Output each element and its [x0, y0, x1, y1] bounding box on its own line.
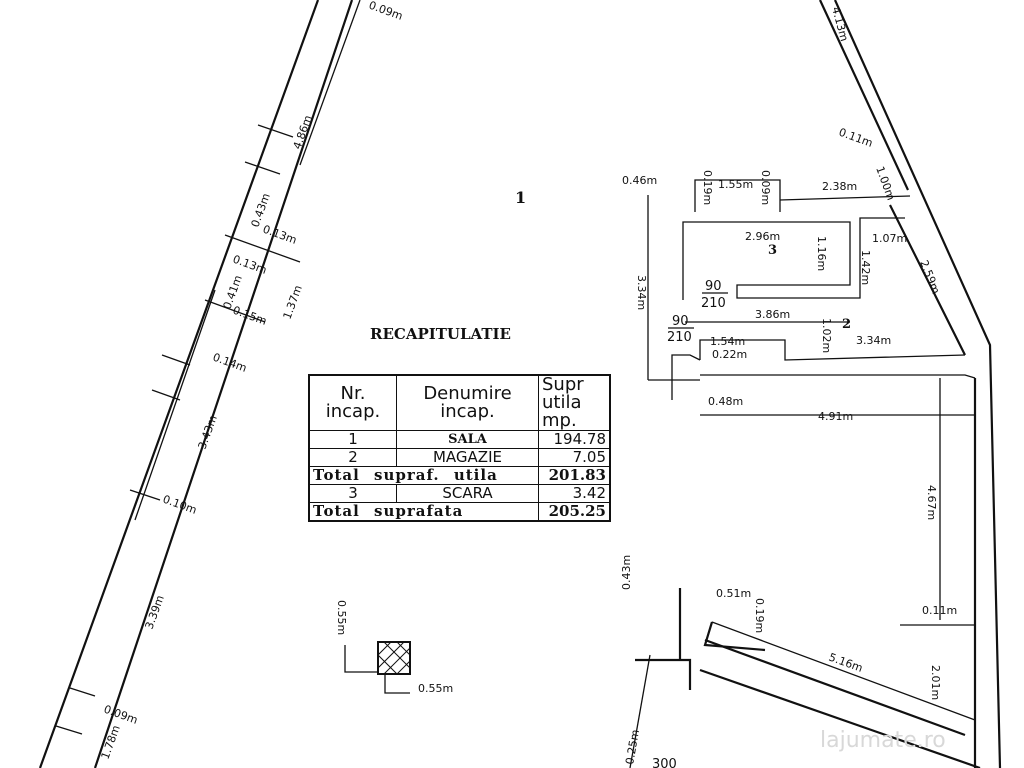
dim: 0.13m [261, 223, 299, 247]
dim: 0.09m [759, 170, 772, 205]
stair-and-storage [647, 179, 976, 626]
table-header-row: Nr. incap. Denumire incap. Supr utila mp… [308, 374, 611, 431]
dim-line-5-16 [711, 621, 976, 721]
right-wall-outer [833, 0, 1002, 768]
bottom-ramp-walls [635, 588, 981, 768]
total-area: 205.25 [538, 502, 611, 522]
left-wall-openings [55, 0, 361, 735]
column-dim-v [344, 645, 378, 673]
dim: 0.55m [335, 600, 348, 635]
subtotal-label: Total supraf. utila [308, 466, 539, 485]
subtotal-row: Total supraf. utila 201.83 [308, 466, 611, 485]
dim: 0.19m [753, 598, 766, 633]
cell-nr: 1 [308, 430, 397, 449]
column-hatched [377, 641, 411, 675]
cell-name: SALA [396, 430, 539, 449]
dim: 1.02m [820, 318, 833, 353]
column-dim-h [384, 674, 410, 694]
cell-name: MAGAZIE [396, 448, 539, 467]
svg-text:90: 90 [672, 314, 689, 329]
dim: 1.78m [99, 723, 123, 761]
dim: 3.34m [635, 275, 648, 310]
dim: 2.96m [745, 230, 780, 243]
dim: 3.34m [856, 334, 891, 347]
svg-text:210: 210 [667, 330, 692, 345]
right-wall-inner-top [819, 0, 909, 191]
total-label: Total suprafata [308, 502, 539, 522]
cell-nr: 2 [308, 448, 397, 467]
dim: 2.38m [822, 180, 857, 193]
cell-nr: 3 [308, 484, 397, 503]
dim: 0.51m [716, 587, 751, 600]
dim: 2.01m [929, 665, 942, 700]
cell-name: SCARA [396, 484, 539, 503]
dim: 0.48m [708, 395, 743, 408]
door-label-2: 90 210 [667, 314, 694, 345]
right-wall-inner-mid [889, 204, 966, 356]
svg-text:210: 210 [701, 296, 726, 311]
dim: 4.67m [925, 485, 938, 520]
dim: 0.25m [623, 729, 642, 766]
room-label-2: 2 [842, 317, 851, 332]
subtotal-area: 201.83 [538, 466, 611, 485]
dim: 1.16m [815, 236, 828, 271]
dim: 0.11m [837, 126, 875, 150]
bottom-label: 300 [652, 757, 677, 768]
dim: 1.54m [710, 335, 745, 348]
dim: 4.91m [818, 410, 853, 423]
header-nr: Nr. incap. [308, 374, 397, 431]
recap-table: Nr. incap. Denumire incap. Supr utila mp… [308, 374, 611, 522]
room-label-1: 1 [515, 188, 526, 207]
dim: 0.22m [712, 348, 747, 361]
dim: 0.55m [418, 682, 453, 695]
dim: 1.07m [872, 232, 907, 245]
dim: 3.43m [196, 413, 220, 451]
cell-area: 194.78 [538, 430, 611, 449]
dim: 1.37m [281, 283, 305, 321]
header-name: Denumire incap. [396, 374, 539, 431]
header-area: Supr utila mp. [538, 374, 611, 431]
dim: 2.59m [917, 258, 942, 296]
cell-area: 3.42 [538, 484, 611, 503]
svg-text:90: 90 [705, 279, 722, 294]
dim: 1.55m [718, 178, 753, 191]
dim: 0.09m [102, 703, 140, 727]
watermark-logo: lajumate.ro [820, 728, 946, 753]
dim: 0.43m [620, 555, 633, 590]
dim-line-bottom [629, 654, 651, 768]
total-row: Total suprafata 205.25 [308, 502, 611, 522]
dim: 0.13m [231, 253, 269, 277]
door-label-1: 90 210 [701, 279, 728, 311]
recap-title: RECAPITULATIE [370, 325, 511, 343]
cell-area: 7.05 [538, 448, 611, 467]
table-row: 3 SCARA 3.42 [308, 484, 611, 503]
table-row: 2 MAGAZIE 7.05 [308, 448, 611, 467]
left-wall-inner [93, 0, 354, 768]
left-wall-outer [38, 0, 320, 768]
dim: 0.11m [922, 604, 957, 617]
table-row: 1 SALA 194.78 [308, 430, 611, 449]
dim: 0.19m [701, 170, 714, 205]
room-label-3: 3 [768, 243, 777, 258]
dim: 0.14m [211, 351, 249, 375]
dim: 3.86m [755, 308, 790, 321]
dim: 1.42m [859, 250, 872, 285]
column-hatch [377, 641, 411, 675]
dim: 0.09m [367, 0, 405, 23]
dim: 0.46m [622, 174, 657, 187]
